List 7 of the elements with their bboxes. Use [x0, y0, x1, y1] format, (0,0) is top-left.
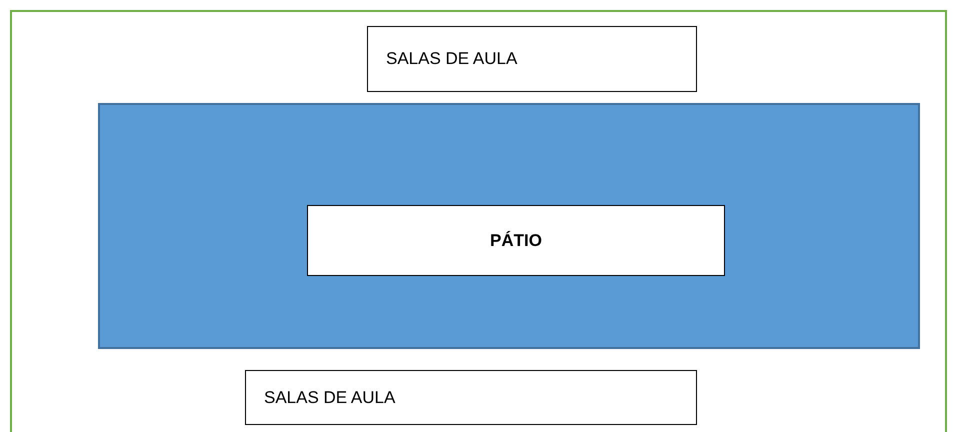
courtyard-area [98, 103, 920, 349]
room-label: SALAS DE AULA [386, 49, 518, 69]
room-label: PÁTIO [489, 230, 543, 250]
classroom-block [367, 26, 697, 92]
room-label: SALAS DE AULA [264, 388, 396, 408]
classroom-block [245, 370, 697, 425]
courtyard-label-box [307, 205, 725, 276]
